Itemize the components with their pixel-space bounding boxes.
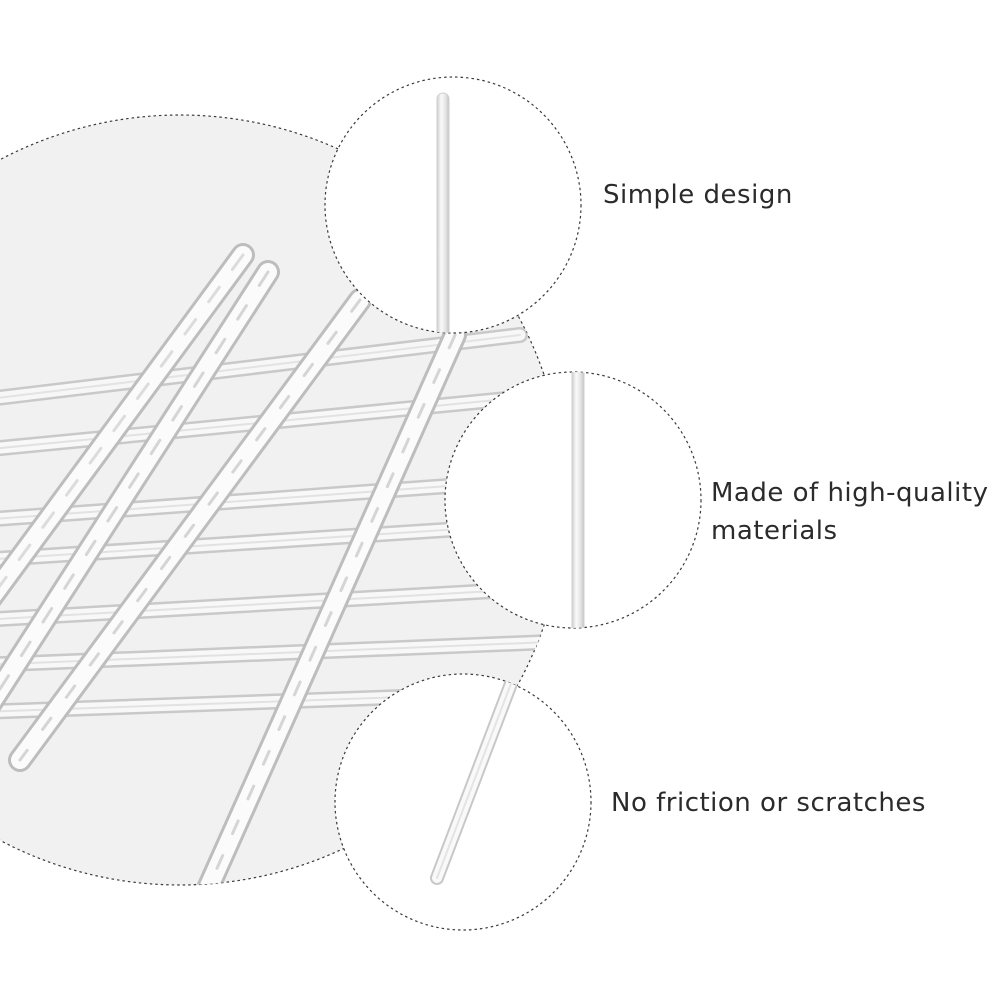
feature-line: materials bbox=[711, 516, 838, 546]
feature-label-simple-design: Simple design bbox=[603, 176, 793, 214]
feature-label-materials: Made of high-quality materials bbox=[711, 474, 988, 550]
feature-line: Made of high-quality bbox=[711, 478, 989, 508]
feature-label-no-friction: No friction or scratches bbox=[611, 784, 926, 822]
detail-circle-rod-body bbox=[444, 371, 702, 629]
feature-line: No friction or scratches bbox=[611, 788, 926, 818]
feature-line: Simple design bbox=[603, 180, 793, 210]
detail-circle-rod-tip bbox=[324, 76, 582, 334]
detail-circle-rod-end bbox=[334, 673, 592, 931]
